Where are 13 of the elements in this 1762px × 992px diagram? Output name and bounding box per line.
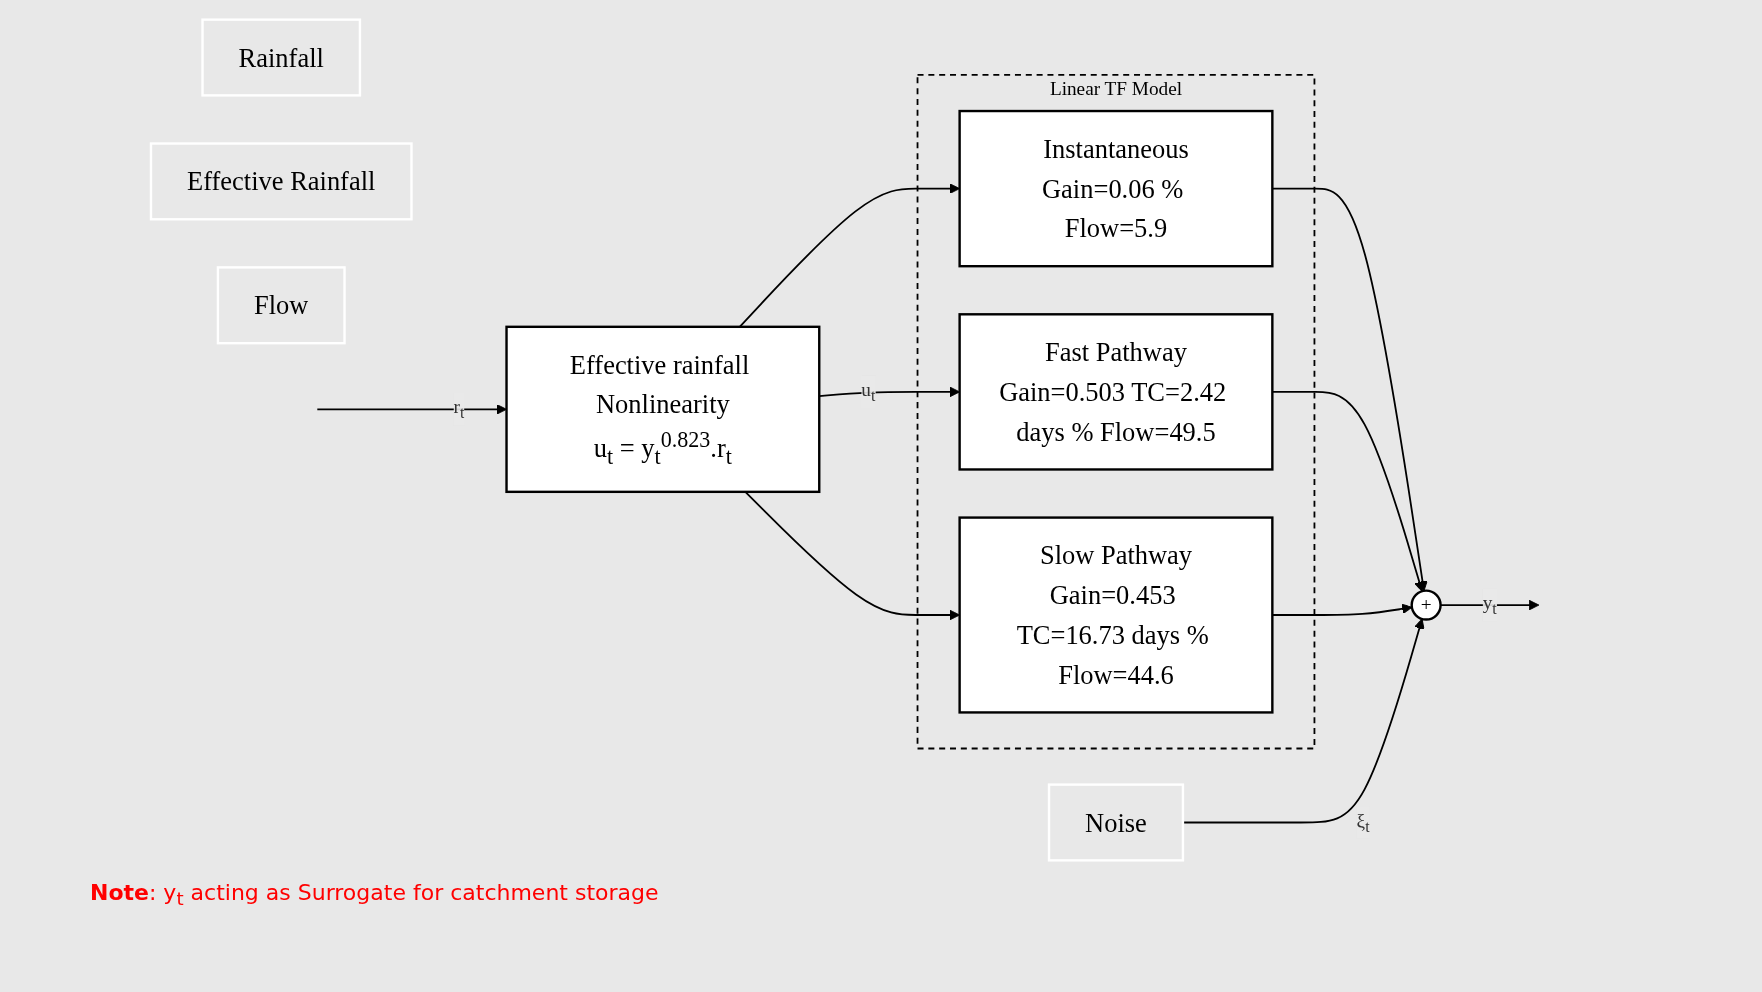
node-box: Slow Pathway Gain=0.453 TC=16.73 days % Flow=44.6: [958, 516, 1274, 714]
edge-label: u$_{t}$: [861, 379, 876, 405]
node-box: Effective rainfall Nonlinearity u$_{t}$ = y$_{t}$$^{0.823}$.r$_{t}$: [505, 325, 821, 494]
node-circle: +: [1410, 589, 1442, 621]
edge-label: r$_{t}$: [453, 396, 465, 423]
arrow: [1182, 618, 1425, 824]
edge-label: y$_{t}$: [1482, 592, 1497, 618]
node-box: Noise: [1047, 783, 1185, 862]
note-text: Note: y$_{t}$ acting as Surrogate for catchment storage: [90, 880, 659, 910]
edge-label: ξ$_{t}$: [1356, 809, 1370, 836]
node-box: Fast Pathway Gain=0.503 TC=2.42 days % Flow=49.5: [958, 313, 1274, 471]
arrow: [316, 404, 507, 415]
node-box: Instantaneous Gain=0.06 % Flow=5.9: [958, 109, 1274, 268]
